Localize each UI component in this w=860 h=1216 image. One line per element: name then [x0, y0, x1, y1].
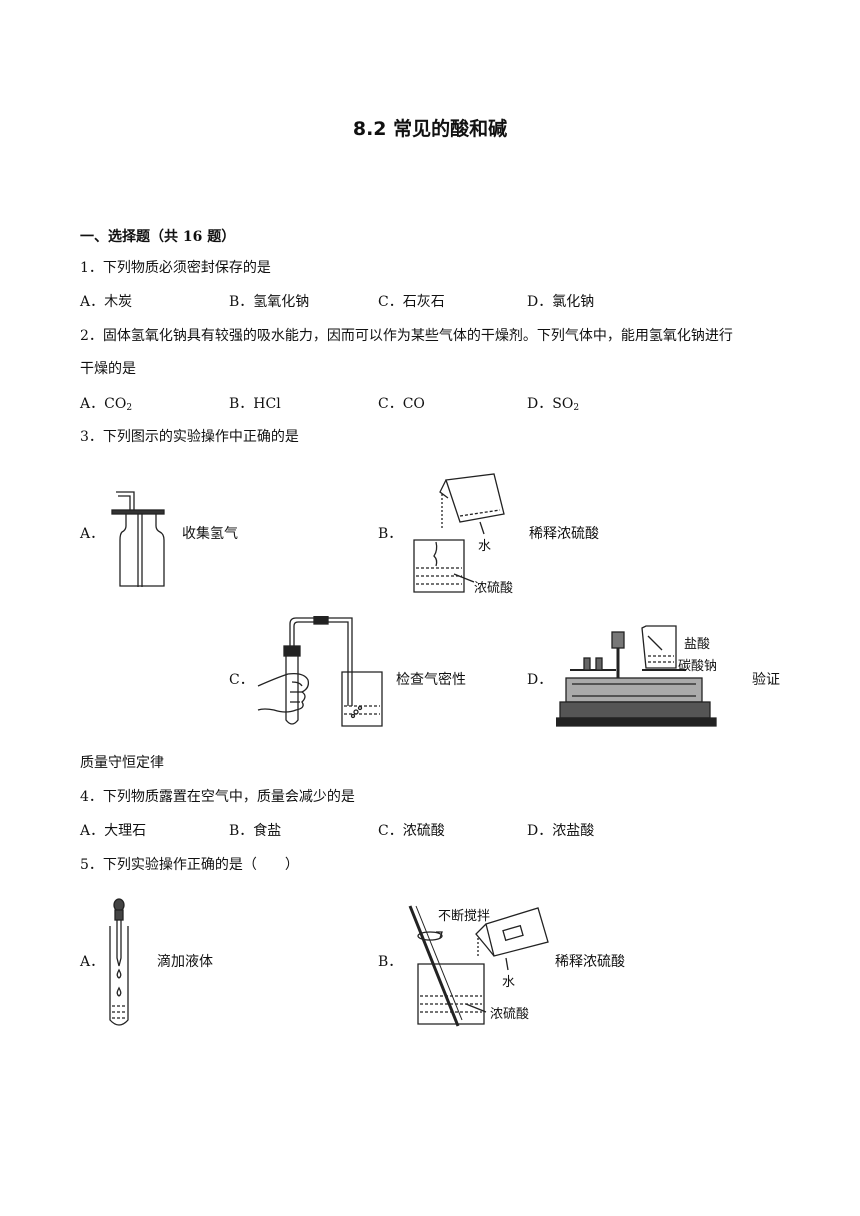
water-label: 水	[478, 539, 491, 554]
q5-option-b-letter: B．	[378, 954, 403, 970]
stir-label: 不断搅拌	[438, 908, 490, 924]
hcl-label: 盐酸	[684, 637, 710, 652]
q3-option-c-letter: C．	[229, 672, 254, 688]
q4-option-a: A．大理石	[80, 823, 147, 839]
q3-option-b-letter: B．	[378, 526, 403, 542]
gas-collection-bottle-figure	[111, 491, 165, 587]
question-1-stem: 1．下列物质必须密封保存的是	[80, 260, 271, 276]
q3-option-a-caption: 收集氢气	[182, 526, 238, 542]
q5-option-a-caption: 滴加液体	[157, 954, 213, 970]
balance-experiment-figure: 盐酸 碳酸钠	[556, 625, 717, 727]
page-title: 8.2 常见的酸和碱	[352, 118, 508, 140]
q2-option-a: A．CO2	[80, 396, 133, 413]
na2co3-label: 碳酸钠	[678, 659, 717, 674]
q4-option-d: D．浓盐酸	[527, 823, 595, 839]
dilute-acid-wrong-figure: 水 浓硫酸	[413, 473, 513, 596]
question-2-stem-line-2: 干燥的是	[80, 361, 136, 377]
q2-option-d: D．SO2	[527, 396, 580, 413]
section-header: 一、选择题（共 16 题）	[80, 229, 236, 245]
question-4-stem: 4．下列物质露置在空气中，质量会减少的是	[80, 789, 355, 805]
conc-acid-label: 浓硫酸	[474, 581, 513, 596]
question-2-stem-line-1: 2．固体氢氧化钠具有较强的吸水能力，因而可以作为某些气体的干燥剂。下列气体中，能…	[80, 328, 733, 344]
q3-option-b-caption: 稀释浓硫酸	[529, 526, 599, 542]
q4-option-b: B．食盐	[229, 823, 282, 839]
q3-option-c-caption: 检查气密性	[396, 672, 466, 688]
q4-option-c: C．浓硫酸	[378, 823, 445, 839]
dilute-acid-correct-figure: 不断搅拌 水 浓硫酸	[408, 905, 549, 1027]
q1-option-b: B．氢氧化钠	[229, 294, 310, 310]
conc-acid-label-2: 浓硫酸	[490, 1007, 529, 1022]
dropper-figure	[109, 898, 129, 1026]
q5-option-a-letter: A．	[80, 954, 105, 970]
q1-option-a: A．木炭	[80, 294, 133, 310]
question-3-stem: 3．下列图示的实验操作中正确的是	[80, 429, 299, 445]
q3-option-a-letter: A．	[80, 526, 105, 542]
q3-option-d-caption: 验证	[752, 672, 780, 688]
q5-option-b-caption: 稀释浓硫酸	[555, 954, 625, 970]
water-label-2: 水	[502, 975, 515, 990]
q3-option-d-letter: D．	[527, 672, 553, 688]
q1-option-d: D．氯化钠	[527, 294, 595, 310]
q2-option-c: C．CO	[378, 396, 425, 412]
q3-option-d-continuation: 质量守恒定律	[80, 755, 164, 771]
q1-option-c: C．石灰石	[378, 294, 445, 310]
airtightness-check-figure	[257, 616, 383, 727]
question-5-stem: 5．下列实验操作正确的是（ ）	[80, 857, 299, 873]
q2-option-b: B．HCl	[229, 396, 281, 412]
